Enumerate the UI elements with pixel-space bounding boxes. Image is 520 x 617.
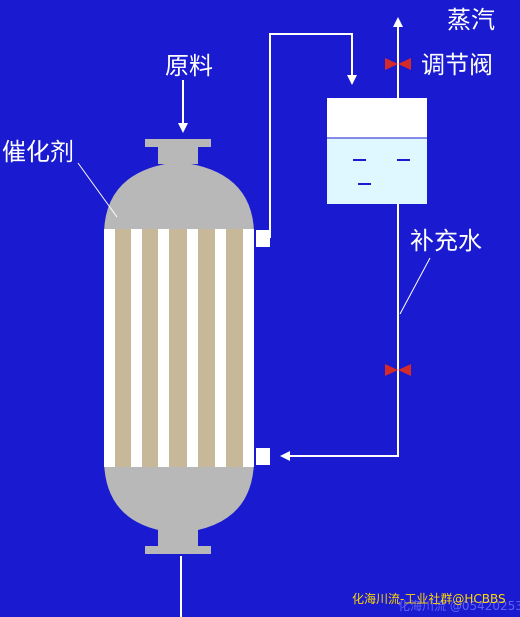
tube: [104, 229, 115, 467]
valve-icon: [385, 58, 411, 70]
control-valve-label: 调节阀: [421, 51, 493, 79]
shell-inlet-nozzle: [256, 448, 270, 465]
tube: [187, 229, 198, 467]
reactor-top-head: [104, 162, 254, 232]
tube-bundle-shell: [104, 229, 254, 467]
raw-material-label: 原料: [165, 52, 213, 80]
watermark: 化海川流-工业社群@HCBBS: [352, 591, 506, 606]
watermark-secondary: 化海川流 @05420253: [398, 598, 520, 613]
catalyst-leader: [77, 162, 118, 218]
makeup-water-label: 补充水: [410, 227, 482, 255]
tube: [215, 229, 226, 467]
downcomer-pipe: [280, 204, 399, 461]
riser-pipe: [269, 33, 357, 238]
catalyst-label: 催化剂: [2, 138, 74, 166]
steam-drum: [327, 98, 427, 204]
makeup-water-leader: [399, 257, 431, 315]
tubes: [104, 229, 254, 467]
bottom-nozzle: [145, 530, 211, 554]
top-nozzle: [145, 139, 211, 164]
reactor-bottom-head: [104, 462, 254, 533]
valve-icon: [385, 364, 411, 376]
shell-outlet-nozzle: [256, 230, 270, 247]
tube: [243, 229, 254, 467]
tube: [158, 229, 169, 467]
tube: [131, 229, 142, 467]
steam-label: 蒸汽: [447, 6, 495, 34]
